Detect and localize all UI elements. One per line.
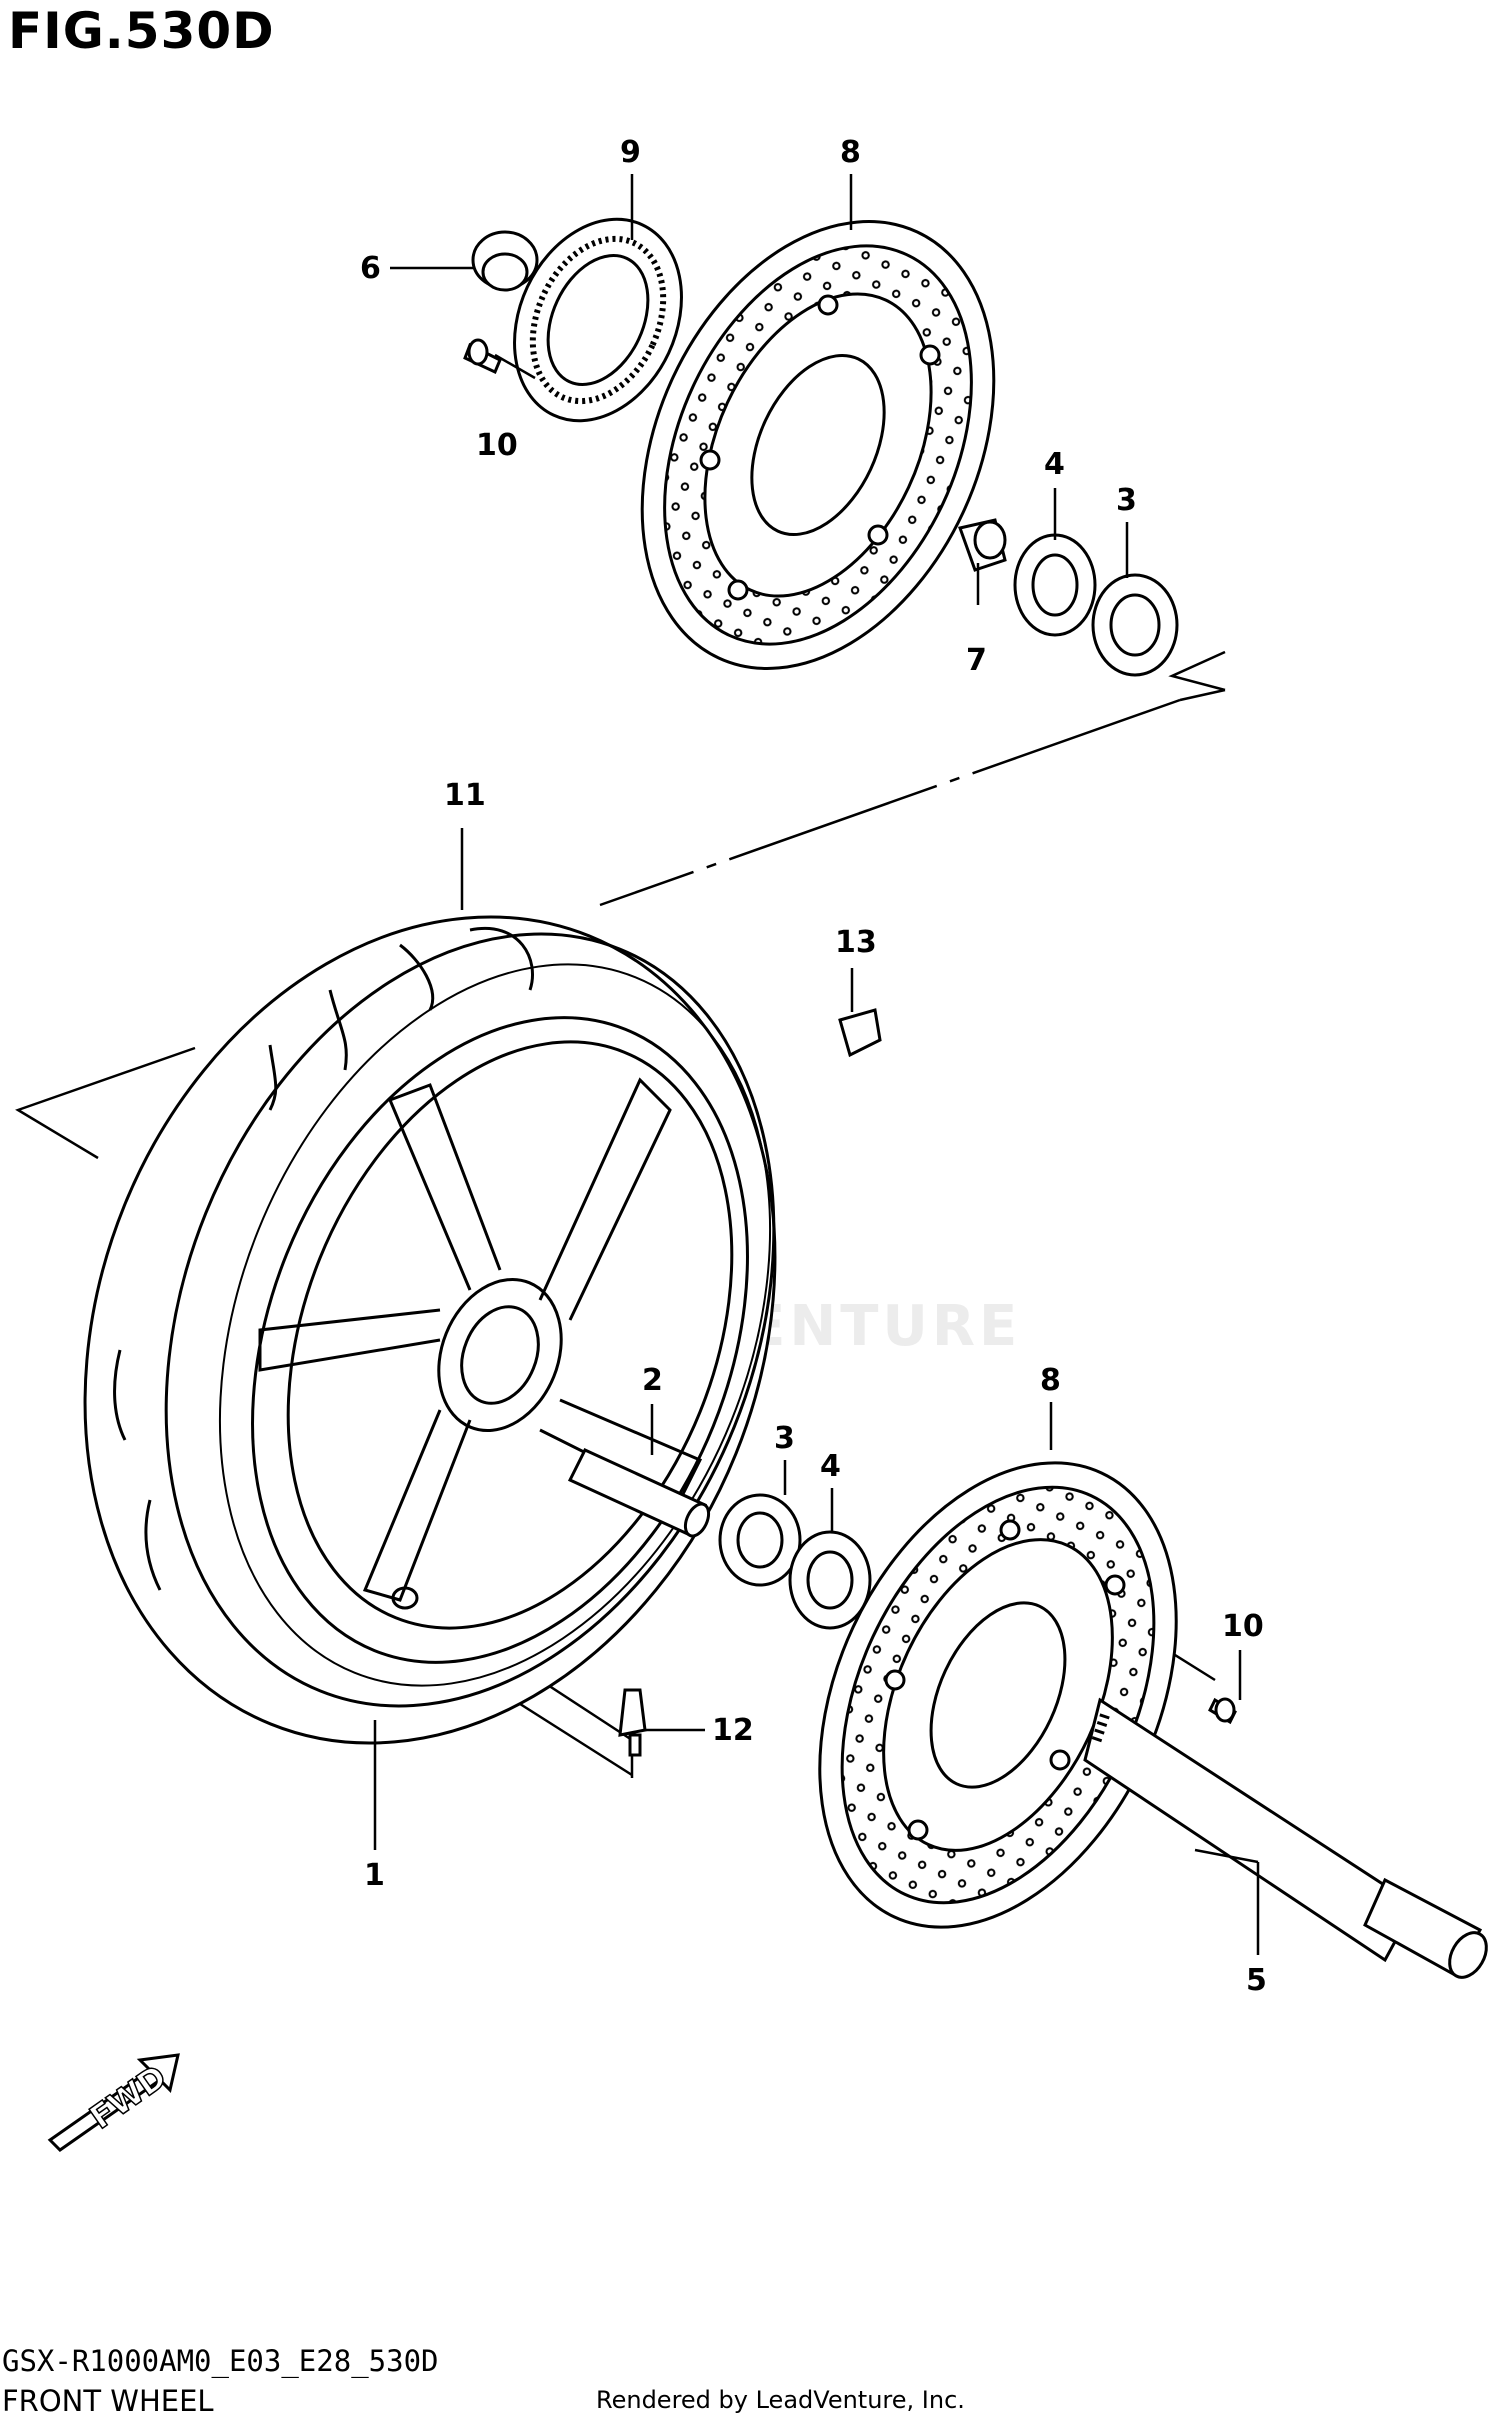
collar-nut-drawing bbox=[471, 230, 539, 292]
callout-10-upper: 10 bbox=[476, 428, 518, 463]
forward-direction-arrow: FWD bbox=[47, 2053, 180, 2152]
lower-brake-disc-drawing bbox=[818, 1461, 1178, 1929]
wheel-rim-drawing bbox=[251, 1016, 749, 1664]
callout-3-lower: 3 bbox=[774, 1421, 795, 1456]
callout-8-lower: 8 bbox=[1040, 1363, 1061, 1398]
leader-lines bbox=[373, 174, 1260, 1955]
callout-2: 2 bbox=[642, 1363, 663, 1398]
callout-6: 6 bbox=[360, 251, 381, 286]
forward-label: FWD bbox=[83, 2057, 173, 2136]
callout-13: 13 bbox=[835, 925, 877, 960]
callout-4-upper: 4 bbox=[1044, 447, 1065, 482]
bolts-drawing bbox=[463, 338, 1237, 1725]
upper-bearings-drawing bbox=[958, 518, 1179, 677]
callout-12: 12 bbox=[712, 1713, 754, 1748]
callout-1: 1 bbox=[364, 1858, 385, 1893]
callout-labels: 9 8 6 10 4 3 7 11 13 2 8 3 4 10 12 1 5 bbox=[360, 135, 1267, 1998]
callout-5: 5 bbox=[1246, 1963, 1267, 1998]
callout-8-upper: 8 bbox=[840, 135, 861, 170]
callout-9: 9 bbox=[620, 135, 641, 170]
figure-title: FIG.530D bbox=[8, 2, 275, 60]
upper-brake-disc-drawing bbox=[640, 220, 996, 670]
axle-spacer-drawing bbox=[567, 1448, 711, 1538]
callout-3-upper: 3 bbox=[1116, 483, 1137, 518]
tire-drawing bbox=[83, 915, 777, 1745]
callout-7: 7 bbox=[966, 643, 987, 678]
render-credit: Rendered by LeadVenture, Inc. bbox=[596, 2386, 965, 2414]
callout-10-lower: 10 bbox=[1222, 1609, 1264, 1644]
sensor-rotor-drawing bbox=[513, 217, 683, 423]
axle-drawing bbox=[1083, 1697, 1488, 1979]
callout-11: 11 bbox=[444, 778, 486, 813]
figure-code: GSX-R1000AM0_E03_E28_530D bbox=[2, 2344, 439, 2378]
small-parts-drawing bbox=[618, 1008, 882, 1757]
lower-bearings-drawing bbox=[718, 1493, 872, 1630]
figure-name: FRONT WHEEL bbox=[2, 2384, 214, 2418]
callout-4-lower: 4 bbox=[820, 1449, 841, 1484]
